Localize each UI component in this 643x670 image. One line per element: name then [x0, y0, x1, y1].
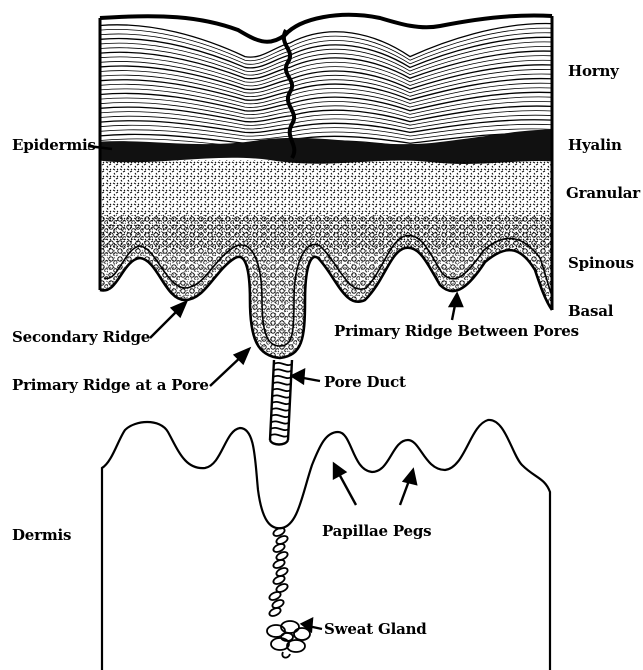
sweat-gland-duct [268, 526, 289, 617]
label-horny: Horny [568, 62, 619, 80]
label-spinous: Spinous [568, 254, 634, 272]
label-hyalin: Hyalin [568, 136, 622, 154]
label-papillae-pegs: Papillae Pegs [322, 522, 431, 540]
horny-layer [95, 24, 560, 147]
label-primary-ridge-at-pore: Primary Ridge at a Pore [12, 376, 209, 394]
label-granular: Granular [566, 184, 640, 202]
label-epidermis: Epidermis [12, 136, 96, 154]
label-primary-ridge-between-pores: Primary Ridge Between Pores [334, 322, 579, 340]
pore-duct [270, 360, 292, 445]
label-basal: Basal [568, 302, 613, 320]
label-sweat-gland: Sweat Gland [324, 620, 427, 638]
label-pore-duct: Pore Duct [324, 373, 406, 391]
label-secondary-ridge: Secondary Ridge [12, 328, 150, 346]
epidermis-block [95, 24, 565, 365]
label-dermis: Dermis [12, 526, 71, 544]
